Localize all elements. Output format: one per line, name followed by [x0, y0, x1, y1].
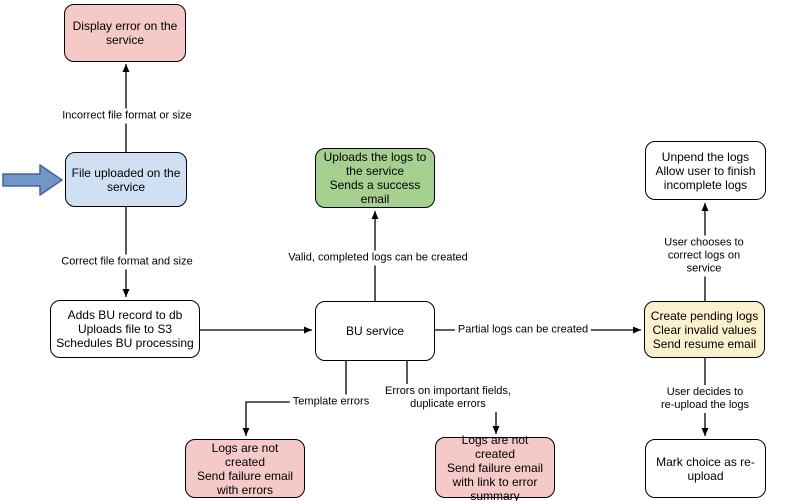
edge-label-user-chooses-correct: User chooses to correct logs on service: [655, 235, 753, 277]
node-uploads-logs-success: Uploads the logs to the service Sends a …: [315, 148, 435, 208]
node-logs-not-created-summary: Logs are not created Send failure email …: [435, 433, 555, 501]
node-mark-choice-reupload: Mark choice as re- upload: [645, 439, 766, 498]
edge-label-incorrect-format: Incorrect file format or size: [59, 108, 195, 124]
edge-label-correct-format: Correct file format and size: [58, 254, 196, 270]
node-bu-service: BU service: [315, 301, 435, 361]
edge-label-errors-important-fields: Errors on important fields, duplicate er…: [382, 384, 514, 412]
node-file-uploaded: File uploaded on the service: [65, 152, 187, 207]
node-display-error: Display error on the service: [64, 4, 186, 62]
edge-label-template-errors: Template errors: [289, 394, 373, 410]
start-pointer-icon: [2, 164, 63, 196]
edge-label-valid-completed: Valid, completed logs can be created: [285, 250, 471, 266]
edge-label-partial-logs: Partial logs can be created: [454, 322, 592, 338]
node-unpend-logs: Unpend the logs Allow user to finish inc…: [645, 141, 766, 200]
node-logs-not-created-errors: Logs are not created Send failure email …: [185, 439, 305, 498]
node-create-pending-logs: Create pending logs Clear invalid values…: [644, 301, 765, 358]
edge-label-user-decides-reupload: User decides to re-upload the logs: [657, 385, 753, 413]
node-adds-bu-record: Adds BU record to db Uploads file to S3 …: [50, 300, 200, 358]
